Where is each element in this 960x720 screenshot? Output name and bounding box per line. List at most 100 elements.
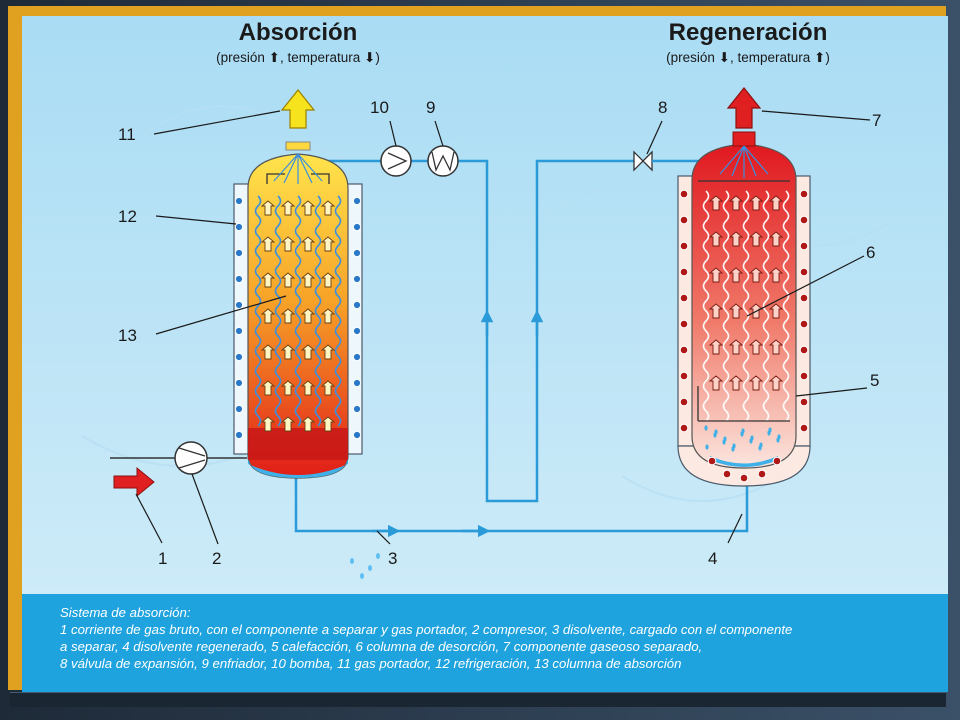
vapor-up-arrow-icon (708, 303, 724, 319)
heating-coil-dot (679, 215, 689, 225)
callout-numbers: 1 2 3 4 5 6 7 8 9 10 11 12 13 (118, 98, 881, 568)
vapor-up-arrow-icon (748, 267, 764, 283)
gas-up-arrow-icon (260, 344, 276, 360)
solvent-droplet (704, 425, 708, 431)
cooling-coil-dot (352, 222, 362, 232)
dripping-solvent-drop (368, 565, 372, 571)
absorber-liquid-wave (254, 195, 262, 427)
heating-coil-dot (679, 319, 689, 329)
vapor-up-arrow-icon (768, 375, 784, 391)
vapor-up-arrow-icon (728, 195, 744, 211)
vapor-up-arrow-icon (768, 195, 784, 211)
vapor-up-arrow-icon (708, 195, 724, 211)
absorber-liquid-wave (274, 195, 282, 427)
expansion-valve-icon (633, 150, 653, 172)
separated-gas-arrow-icon (726, 87, 762, 129)
heating-coil-dot (799, 267, 809, 277)
gas-up-arrow-icon (320, 236, 336, 252)
cooling-coil-dot (234, 196, 244, 206)
cooler-icon (427, 145, 459, 177)
caption-box: Sistema de absorción: 1 corriente de gas… (22, 594, 948, 692)
caption-line-3: 8 válvula de expansión, 9 enfriador, 10 … (60, 656, 682, 671)
heating-coil-dot (739, 473, 749, 483)
heating-coil-dot (799, 215, 809, 225)
solvent-droplet (777, 434, 781, 440)
absorption-column (233, 141, 363, 479)
gas-up-arrow-icon (320, 308, 336, 324)
vapor-up-arrow-icon (708, 267, 724, 283)
heating-coil-dot (679, 345, 689, 355)
gas-up-arrow-icon (260, 308, 276, 324)
vapor-up-arrow-icon (728, 231, 744, 247)
solvent-droplet (714, 429, 718, 435)
vapor-up-arrow-icon (708, 375, 724, 391)
carrier-gas-arrow-icon (280, 89, 316, 129)
heating-coil-dot (799, 345, 809, 355)
gas-up-arrow-icon (300, 272, 316, 288)
dripping-solvent-drop (360, 573, 364, 579)
pressure-down-icon: ⬇ (719, 50, 730, 65)
heating-coil-dot (679, 241, 689, 251)
gas-up-arrow-icon (280, 236, 296, 252)
callout-8: 8 (658, 98, 667, 117)
gas-up-arrow-icon (260, 380, 276, 396)
heating-coil-dot (799, 319, 809, 329)
vapor-up-arrow-icon (748, 231, 764, 247)
vapor-up-arrow-icon (728, 303, 744, 319)
regenerator-vapor-wave (782, 190, 790, 422)
solvent-droplet (705, 444, 709, 450)
heating-coil-dot (707, 456, 717, 466)
cooling-coil-dot (352, 274, 362, 284)
callout-10: 10 (370, 98, 389, 117)
solvent-droplet (723, 436, 727, 442)
absorption-conditions: (presión ⬆, temperatura ⬇) (216, 50, 380, 65)
callout-9: 9 (426, 98, 435, 117)
heating-coil-dot (799, 397, 809, 407)
caption-heading: Sistema de absorción: (60, 605, 191, 620)
absorber-liquid-wave (334, 195, 342, 427)
absorption-diagram: Absorción (presión ⬆, temperatura ⬇) Reg… (22, 16, 948, 594)
cooling-coil-dot (234, 326, 244, 336)
gas-up-arrow-icon (260, 200, 276, 216)
heating-coil-dot (679, 397, 689, 407)
compressor-icon (174, 441, 208, 475)
cooling-coil-dot (234, 378, 244, 388)
cooling-coil-dot (352, 326, 362, 336)
solvent-droplet (741, 428, 745, 434)
heating-coil-dot (679, 189, 689, 199)
gas-up-arrow-icon (300, 380, 316, 396)
gas-up-arrow-icon (320, 380, 336, 396)
gas-up-arrow-icon (320, 344, 336, 360)
temperature-up-icon: ⬆ (814, 50, 825, 65)
gas-up-arrow-icon (320, 200, 336, 216)
vapor-up-arrow-icon (748, 375, 764, 391)
callout-3: 3 (388, 549, 397, 568)
pressure-up-icon: ⬆ (269, 50, 280, 65)
gas-up-arrow-icon (320, 416, 336, 432)
dripping-solvent-drop (376, 553, 380, 559)
pump-icon (380, 145, 412, 177)
cooling-coil-dot (352, 196, 362, 206)
stage: Absorción (presión ⬆, temperatura ⬇) Reg… (22, 16, 948, 692)
heating-coil-dot (799, 371, 809, 381)
heating-coil-dot (679, 423, 689, 433)
vapor-up-arrow-icon (728, 375, 744, 391)
gas-up-arrow-icon (280, 308, 296, 324)
heating-coil-dot (679, 371, 689, 381)
heating-coil-dot (799, 293, 809, 303)
gas-up-arrow-icon (300, 308, 316, 324)
regenerator-vapor-wave (742, 190, 750, 422)
vapor-up-arrow-icon (708, 231, 724, 247)
temperature-down-icon: ⬇ (364, 50, 375, 65)
heating-coil-dot (799, 423, 809, 433)
regeneration-conditions: (presión ⬇, temperatura ⬆) (666, 50, 830, 65)
gas-up-arrow-icon (280, 272, 296, 288)
callout-1: 1 (158, 549, 167, 568)
vapor-up-arrow-icon (728, 267, 744, 283)
cooling-coil-dot (234, 430, 244, 440)
heating-coil-dot (799, 241, 809, 251)
caption-line-1: 1 corriente de gas bruto, con el compone… (60, 622, 793, 637)
absorption-title: Absorción (239, 19, 358, 46)
gas-up-arrow-icon (280, 416, 296, 432)
dripping-solvent-drop (350, 558, 354, 564)
